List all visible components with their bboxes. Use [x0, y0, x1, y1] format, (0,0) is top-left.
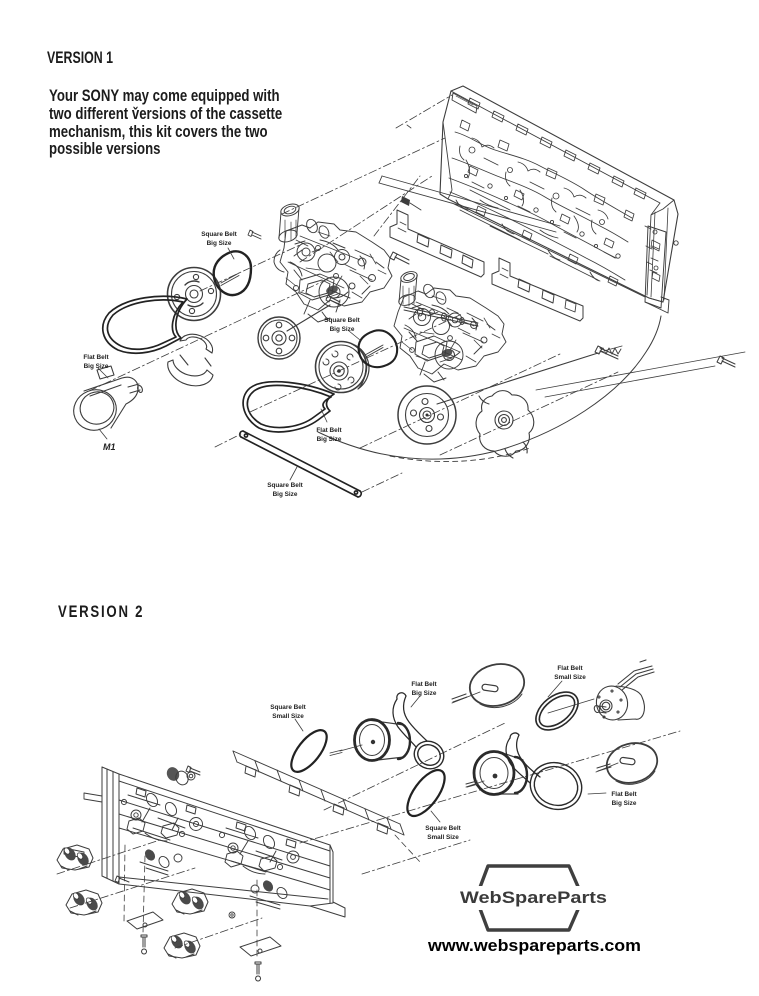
svg-text:Big Size: Big Size [207, 240, 232, 247]
svg-text:Small Size: Small Size [272, 713, 304, 720]
svg-text:Square Belt: Square Belt [324, 317, 360, 324]
svg-text:Square Belt: Square Belt [201, 231, 237, 238]
svg-text:Flat Belt: Flat Belt [557, 665, 583, 672]
svg-text:www.webspareparts.com: www.webspareparts.com [427, 937, 641, 955]
svg-text:Big Size: Big Size [412, 690, 437, 697]
svg-text:Big Size: Big Size [84, 363, 109, 370]
svg-text:WebSpareParts: WebSpareParts [460, 889, 607, 907]
svg-text:Square Belt: Square Belt [270, 704, 306, 711]
svg-text:Big Size: Big Size [612, 800, 637, 807]
svg-text:Flat Belt: Flat Belt [316, 427, 342, 434]
svg-text:Big Size: Big Size [317, 436, 342, 443]
svg-text:Small Size: Small Size [427, 834, 459, 841]
svg-text:Flat Belt: Flat Belt [611, 791, 637, 798]
svg-text:Flat Belt: Flat Belt [411, 681, 437, 688]
svg-text:Flat Belt: Flat Belt [83, 354, 109, 361]
svg-text:M1: M1 [103, 442, 116, 452]
svg-text:Square Belt: Square Belt [425, 825, 461, 832]
svg-text:Small Size: Small Size [554, 674, 586, 681]
svg-text:Big Size: Big Size [273, 491, 298, 498]
svg-text:Big Size: Big Size [330, 326, 355, 333]
svg-text:Square Belt: Square Belt [267, 482, 303, 489]
